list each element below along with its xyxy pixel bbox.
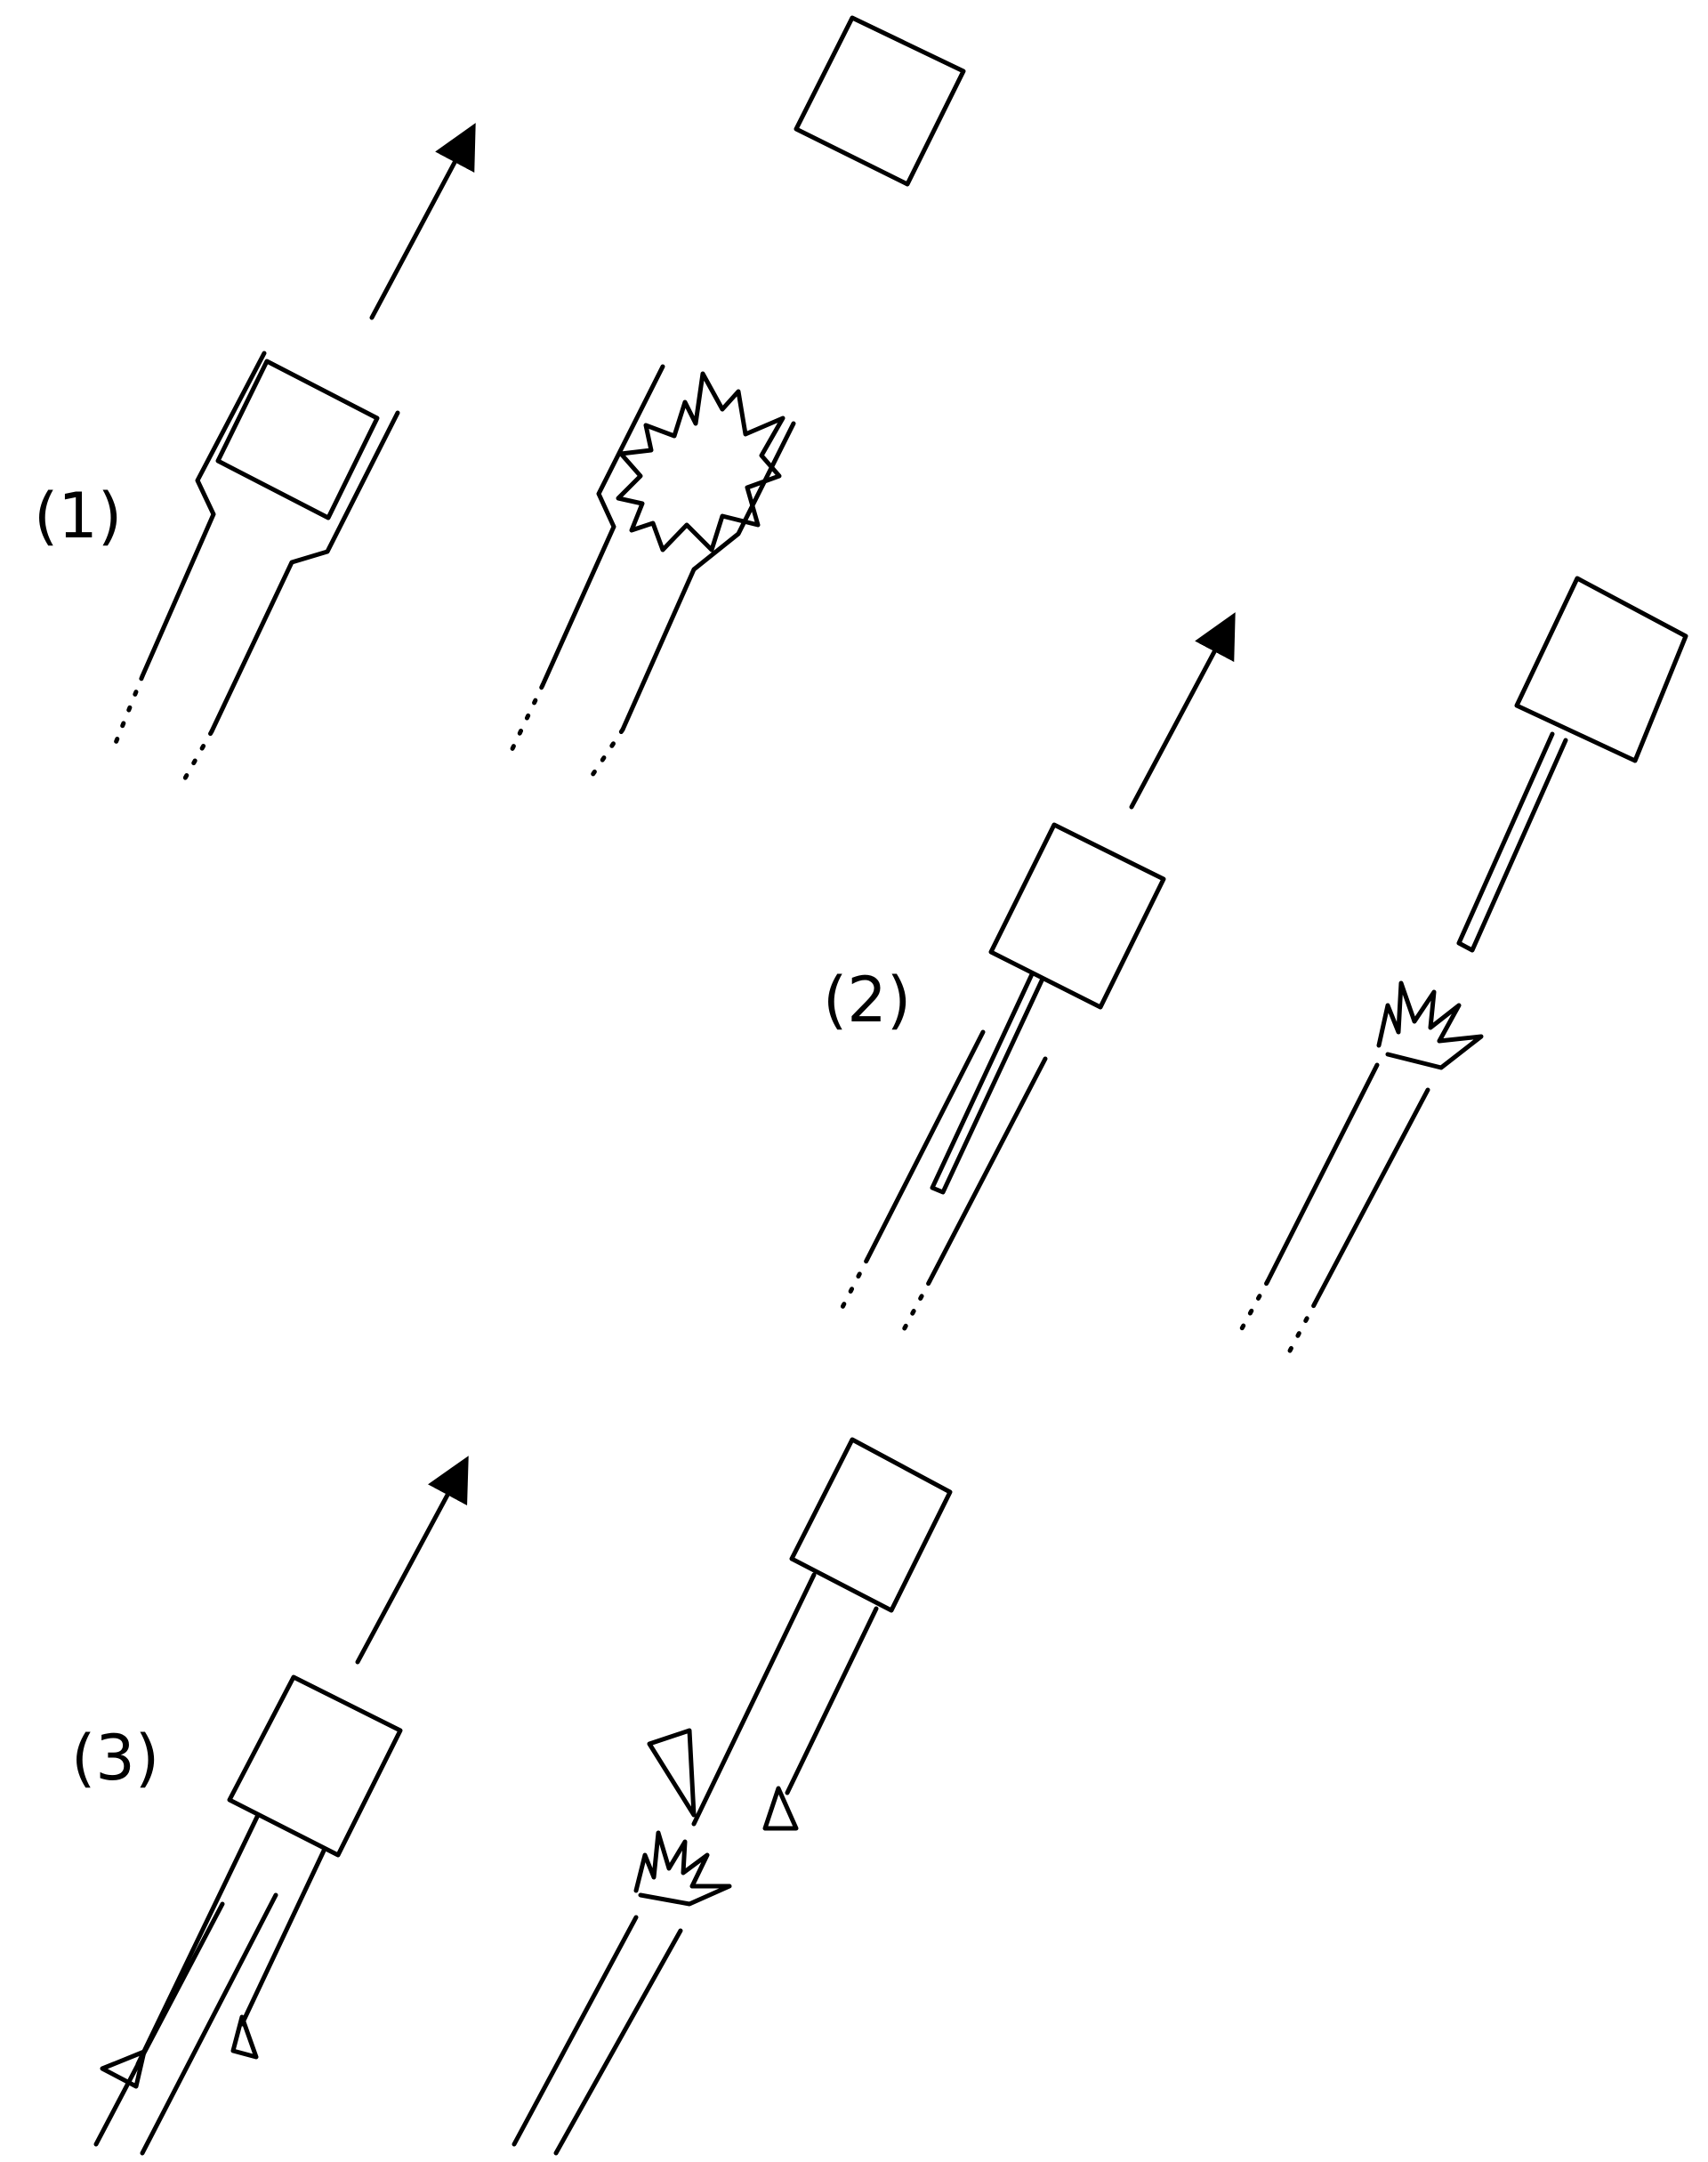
panel-2: (2): [823, 576, 1688, 1357]
panel-1-after-launch: [506, 15, 966, 786]
tube-wall-left-after: [540, 364, 665, 688]
explosion-burst-icon: [616, 371, 786, 553]
panel-3-after-launch: [512, 1437, 953, 2156]
motion-arrow-3: [355, 1456, 469, 1665]
panel-3: (3): [71, 1437, 953, 2156]
ejected-leg-right: [785, 1606, 879, 1795]
motion-arrow-2: [1129, 612, 1236, 810]
tube-wall-left-3: [93, 1901, 225, 2147]
ejected-rod: [1456, 731, 1568, 953]
tube-wall-left-2: [865, 1029, 986, 1262]
guide-rod: [930, 972, 1045, 1195]
projectile-block-3: [227, 1674, 403, 1858]
ejected-block-2: [1514, 576, 1688, 763]
muzzle-burst-icon: [1376, 980, 1484, 1070]
ejected-fin-right: [762, 1786, 799, 1831]
fin-left: [100, 2049, 147, 2089]
tube-wall-right-2-after-fade: [1285, 1301, 1317, 1357]
tube-wall-left-2-fade: [837, 1256, 870, 1315]
tube-wall-right-fade: [180, 729, 214, 786]
panel-2-after-launch: [1238, 576, 1688, 1357]
motion-arrow-1: [369, 123, 476, 320]
tube-wall-right-after-fade: [584, 727, 625, 786]
tube-wall-left-2-after-fade: [1238, 1279, 1270, 1333]
fin-right: [230, 2014, 259, 2060]
panel-3-block-with-fins: [93, 1674, 403, 2156]
projectile-block-2: [988, 822, 1166, 1010]
panel-2-cube-with-rod: [837, 822, 1166, 1339]
tube-wall-left-2-after: [1265, 1062, 1380, 1284]
tube-wall-right-3: [140, 1892, 278, 2156]
projectile-block: [215, 359, 380, 520]
tube-wall-right-2-after: [1312, 1087, 1430, 1306]
tube-wall-left-3-after: [512, 1915, 639, 2147]
panel-3-label: (3): [71, 1722, 159, 1795]
panel-1: (1): [34, 15, 966, 786]
tube-wall-right-after: [620, 421, 796, 732]
panel-1-label: (1): [34, 480, 122, 553]
tube-wall-left: [140, 351, 267, 679]
muzzle-burst-icon-3: [633, 1830, 732, 1907]
ejected-block-3: [789, 1437, 953, 1613]
tube-wall-right: [209, 410, 400, 734]
tube-wall-right-3-after: [553, 1928, 683, 2156]
tube-wall-left-fade: [111, 674, 145, 750]
tube-wall-right-2-fade: [898, 1279, 932, 1339]
ejected-fin-left: [647, 1728, 697, 1818]
leg-right: [239, 1846, 327, 2027]
ejected-block: [794, 15, 966, 187]
panel-1-cube-in-tube: [111, 351, 400, 786]
panel-2-label: (2): [823, 964, 911, 1037]
tube-wall-right-2: [927, 1056, 1048, 1284]
ejected-leg-left: [691, 1572, 817, 1827]
tube-wall-left-after-fade: [506, 682, 545, 759]
